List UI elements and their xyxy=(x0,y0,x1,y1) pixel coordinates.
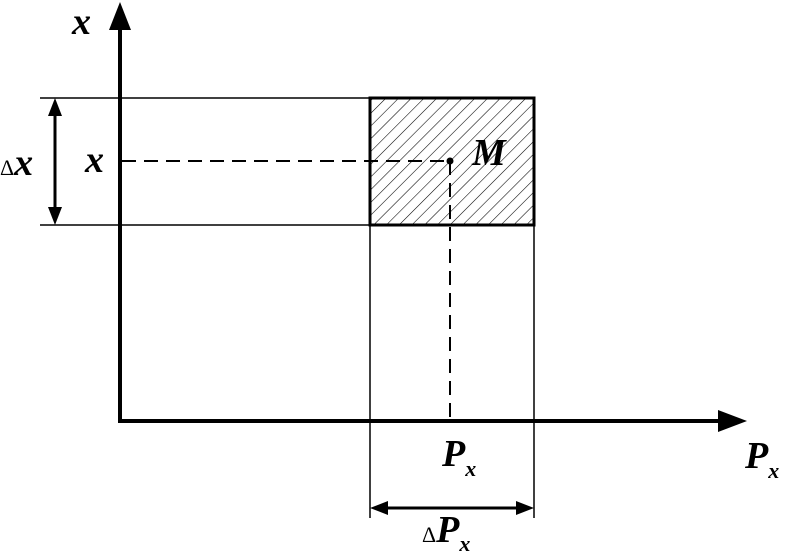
delta-x-label: Δx xyxy=(0,142,33,184)
delta-px-label: ΔPx xyxy=(422,509,470,554)
point-px-label-sub: x xyxy=(464,456,476,481)
horizontal-axis-label: Px xyxy=(744,435,779,483)
delta-x-symbol: Δ xyxy=(0,155,14,180)
point-m-dot xyxy=(446,157,454,165)
delta-px-label-sub: x xyxy=(458,531,470,554)
point-px-label: Px xyxy=(441,433,476,481)
delta-x-variable: x xyxy=(13,142,33,184)
point-x-label: x xyxy=(84,139,104,181)
delta-px-arrow-right xyxy=(516,501,534,515)
vertical-axis-arrowhead xyxy=(109,2,131,30)
point-px-label-main: P xyxy=(441,433,466,475)
delta-px-label-main: P xyxy=(435,509,460,551)
point-m-label: M xyxy=(471,132,507,174)
horizontal-axis-arrowhead xyxy=(718,410,747,432)
horizontal-axis-label-sub: x xyxy=(767,458,779,483)
delta-x-arrow-top xyxy=(48,98,62,116)
delta-px-symbol: Δ xyxy=(422,522,436,547)
vertical-axis-label: x xyxy=(71,1,91,43)
delta-px-arrow-left xyxy=(370,501,388,515)
horizontal-axis-label-main: P xyxy=(744,435,769,477)
delta-x-arrow-bottom xyxy=(48,207,62,225)
